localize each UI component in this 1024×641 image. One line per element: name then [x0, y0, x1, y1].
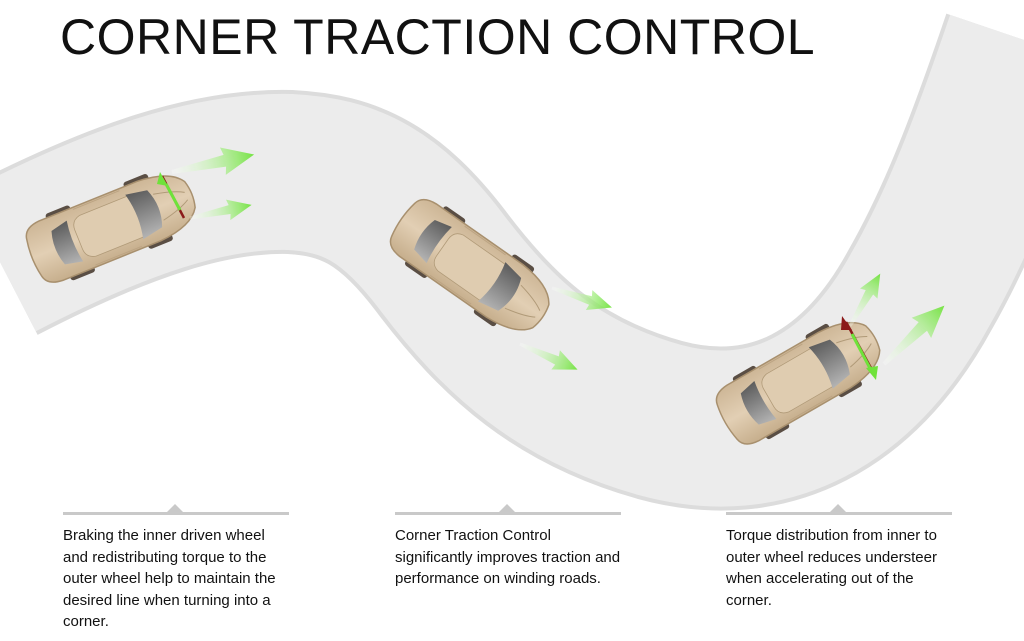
caption-winding-roads: Corner Traction Control significantly im… [395, 504, 621, 590]
caption-text: Corner Traction Control significantly im… [395, 527, 621, 587]
caption-text: Torque distribution from inner to outer … [726, 527, 937, 609]
caption-divider [726, 504, 952, 515]
caption-divider [63, 504, 289, 515]
caption-pointer-icon [167, 504, 183, 512]
road-surface [0, 14, 1024, 507]
caption-text: Braking the inner driven wheel and redis… [63, 527, 276, 630]
torque-transfer-arrow-icon [841, 316, 878, 380]
caption-pointer-icon [499, 504, 515, 512]
torque-transfer-arrow-icon [157, 172, 186, 219]
caption-turn-in: Braking the inner driven wheel and redis… [63, 504, 289, 633]
caption-divider [395, 504, 621, 515]
caption-corner-exit: Torque distribution from inner to outer … [726, 504, 952, 611]
page-title: CORNER TRACTION CONTROL [60, 9, 816, 65]
caption-pointer-icon [830, 504, 846, 512]
